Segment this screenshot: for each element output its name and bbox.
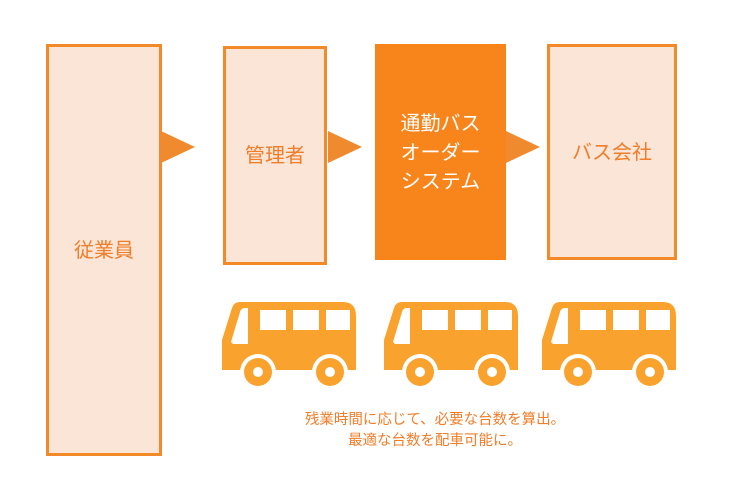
- arrow-icon: [506, 131, 540, 163]
- bus-order-system-box: 通勤バス オーダー システム: [375, 44, 506, 260]
- bus-company-label: バス会社: [572, 139, 652, 164]
- employee-box: 従業員: [46, 44, 162, 456]
- bus-icon: [384, 302, 518, 388]
- arrow-icon: [161, 131, 195, 163]
- note-line-1: 残業時間に応じて、必要な台数を算出。: [304, 412, 566, 428]
- system-label: 通勤バス オーダー システム: [400, 110, 481, 193]
- description-note: 残業時間に応じて、必要な台数を算出。 最適な台数を配車可能に。: [250, 410, 620, 452]
- manager-box: 管理者: [223, 46, 327, 265]
- bus-icon: [222, 302, 356, 388]
- employee-label: 従業員: [74, 237, 134, 262]
- bus-company-box: バス会社: [547, 44, 677, 260]
- manager-label: 管理者: [245, 143, 305, 167]
- bus-icon: [542, 302, 676, 388]
- note-line-2: 最適な台数を配車可能に。: [348, 433, 522, 450]
- arrow-icon: [328, 131, 362, 163]
